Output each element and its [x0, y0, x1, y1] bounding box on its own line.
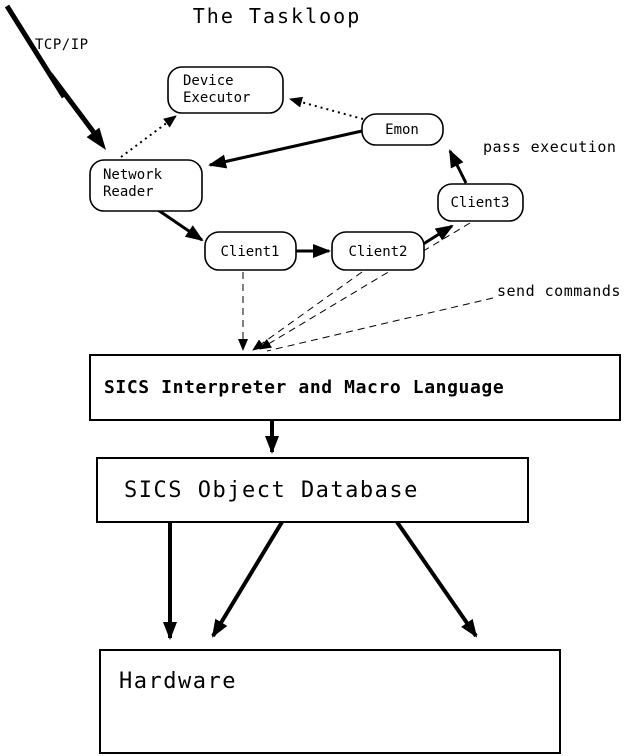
- tcpip-label: TCP/IP: [35, 37, 89, 53]
- edge-send-commands-pointer: [266, 297, 494, 352]
- device-executor-label-line2: Executor: [183, 90, 250, 106]
- edge-client3-to-emon: [448, 149, 468, 184]
- edge-emon-to-device-executor: [289, 96, 364, 120]
- edge-tcpip-to-network-reader: [4, 4, 97, 136]
- edge-client2-to-interpreter: [252, 271, 363, 351]
- network-reader-label-line2: Reader: [103, 184, 154, 200]
- client1-label: Client1: [220, 244, 279, 260]
- edge-database-to-hardware-3: [395, 520, 478, 638]
- interpreter-label: SICS Interpreter and Macro Language: [104, 377, 504, 398]
- network-reader-label-line1: Network: [103, 167, 163, 183]
- edge-network-reader-to-client1: [157, 208, 204, 242]
- network-reader-node: [89, 159, 203, 212]
- device-executor-label-line1: Device: [183, 73, 234, 89]
- edge-client2-to-client3: [419, 224, 454, 248]
- client3-node: [437, 183, 524, 222]
- edge-emon-to-network-reader: [208, 129, 363, 169]
- diagram-title: The Taskloop: [193, 4, 362, 28]
- client1-node: [204, 231, 297, 271]
- database-label: SICS Object Database: [124, 478, 419, 503]
- client2-node: [331, 231, 425, 271]
- hardware-box: [99, 649, 561, 754]
- emon-node: [361, 113, 444, 146]
- interpreter-box: [89, 354, 621, 421]
- hardware-label: Hardware: [119, 669, 237, 694]
- device-executor-node: [167, 66, 284, 114]
- database-box: [96, 457, 529, 523]
- send-commands-label: send commands: [497, 282, 621, 300]
- client2-label: Client2: [348, 244, 407, 260]
- emon-label: Emon: [385, 122, 419, 138]
- edge-client3-to-interpreter: [259, 222, 471, 350]
- pass-execution-label: pass execution: [483, 138, 616, 156]
- edge-database-to-hardware-2: [211, 520, 284, 638]
- edge-tcpip-arrowhead-icon: [86, 127, 106, 150]
- client3-label: Client3: [450, 195, 509, 211]
- edge-network-reader-to-device-executor: [120, 115, 177, 158]
